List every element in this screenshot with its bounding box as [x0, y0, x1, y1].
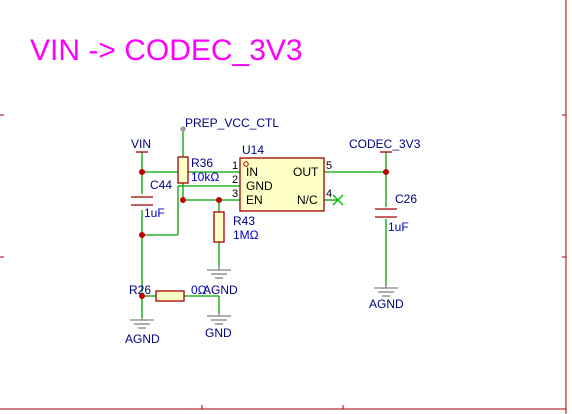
ground-symbol-r43: AGND — [203, 266, 238, 297]
r36-value: 10kΩ — [191, 170, 219, 184]
u14-pinnum-1: 1 — [232, 160, 238, 172]
u14-pin-en: EN — [246, 193, 263, 207]
u14-pinnum-5: 5 — [326, 160, 332, 172]
ground-symbol-c44: AGND — [125, 318, 160, 346]
agnd-label-c44: AGND — [125, 332, 160, 346]
r43-ref: R43 — [233, 214, 255, 228]
agnd-label-r43: AGND — [203, 283, 238, 297]
c26-capacitor[interactable]: C26 1uF — [375, 192, 417, 234]
u14-pin-out: OUT — [293, 165, 319, 179]
c44-value: 1uF — [144, 206, 165, 220]
net-codec-label: CODEC_3V3 — [349, 137, 421, 151]
c44-capacitor[interactable]: C44 1uF — [131, 178, 172, 220]
ground-symbol-r26: GND — [205, 313, 232, 340]
net-prep-vcc-ctl[interactable]: PREP_VCC_CTL — [180, 116, 279, 132]
no-connect-marker — [332, 194, 344, 206]
u14-pin-nc: N/C — [297, 193, 318, 207]
u14-pin-gnd: GND — [246, 179, 273, 193]
net-prep-label: PREP_VCC_CTL — [185, 116, 279, 130]
r26-value: 0Ω — [191, 283, 207, 297]
agnd-label-c26: AGND — [369, 297, 404, 311]
r43-resistor[interactable]: R43 1MΩ — [213, 211, 259, 243]
r26-ref: R26 — [129, 283, 151, 297]
c26-ref: C26 — [395, 192, 417, 206]
net-codec-3v3[interactable]: CODEC_3V3 — [349, 137, 421, 153]
u14-pin-in: IN — [246, 165, 258, 179]
gnd-label-r26: GND — [205, 326, 232, 340]
c26-value: 1uF — [388, 220, 409, 234]
junction-dots — [139, 169, 389, 299]
wires — [141, 130, 387, 318]
u14-pinnum-4: 4 — [326, 188, 332, 200]
r36-ref: R36 — [191, 156, 213, 170]
r43-value: 1MΩ — [233, 228, 259, 242]
schematic-title: VIN -> CODEC_3V3 — [30, 34, 303, 67]
u14-pinnum-3: 3 — [232, 188, 238, 200]
net-vin[interactable]: VIN — [131, 137, 151, 153]
u14-pinnum-2: 2 — [232, 174, 238, 186]
net-vin-label: VIN — [131, 137, 151, 151]
r26-resistor[interactable]: R26 0Ω — [129, 283, 207, 302]
u14-ref: U14 — [242, 143, 264, 157]
r36-resistor[interactable]: R36 10kΩ — [177, 156, 219, 184]
u14-regulator[interactable]: U14 IN GND EN OUT N/C 1 2 3 5 4 — [232, 143, 332, 212]
c44-ref: C44 — [150, 178, 172, 192]
ground-symbol-c26: AGND — [369, 285, 404, 311]
